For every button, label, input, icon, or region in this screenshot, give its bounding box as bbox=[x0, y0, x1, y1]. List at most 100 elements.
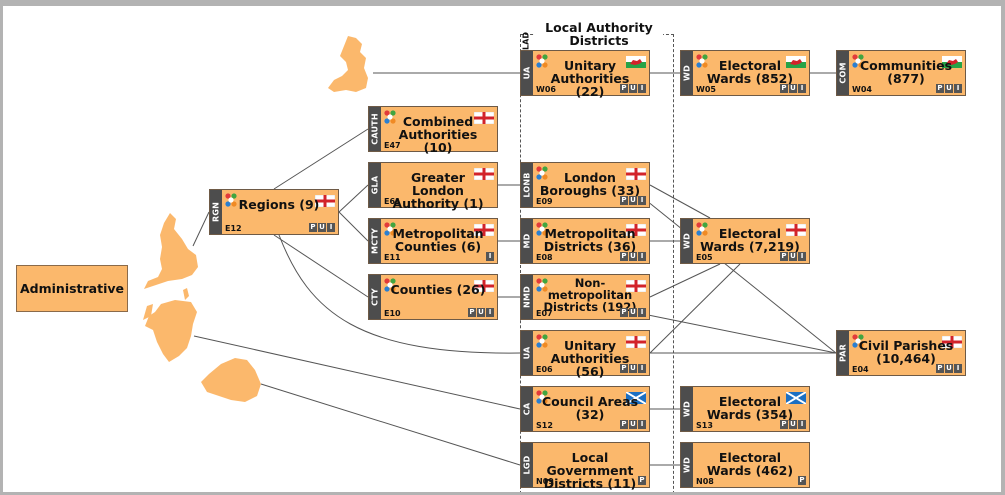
node-title: Non-metropolitan Districts (192) bbox=[543, 276, 637, 314]
wales-flag-icon bbox=[626, 53, 646, 68]
pui-badge: I bbox=[638, 308, 646, 317]
pui-badge: U bbox=[477, 308, 485, 317]
pui-badge: U bbox=[789, 84, 797, 93]
node-type-tag: WD bbox=[681, 51, 693, 95]
ons-logo-icon bbox=[535, 221, 549, 236]
node-tag-label: CTY bbox=[370, 288, 380, 306]
node-title: Electoral Wards (7,219) bbox=[700, 226, 800, 254]
ons-logo-icon bbox=[383, 221, 397, 236]
node-code: E07 bbox=[536, 309, 553, 318]
wales-flag-icon bbox=[942, 53, 962, 68]
pui-badge: U bbox=[629, 420, 637, 429]
node-type-tag: MCTY bbox=[369, 219, 381, 263]
node-title: Unitary Authorities (22) bbox=[550, 58, 630, 99]
wales-map bbox=[328, 36, 368, 92]
connector-scotland-map-ca bbox=[193, 335, 521, 410]
pui-badge: U bbox=[629, 308, 637, 317]
node-type-tag: UA bbox=[521, 51, 533, 95]
node-code: W06 bbox=[536, 85, 556, 94]
node-tag-label: MCTY bbox=[370, 228, 380, 254]
pui-badge: I bbox=[638, 420, 646, 429]
pui-badge: U bbox=[629, 196, 637, 205]
pui-badge: P bbox=[638, 476, 646, 485]
pui-badge: U bbox=[789, 252, 797, 261]
node-code: E61 bbox=[384, 197, 401, 206]
connector-nmd-wd_e bbox=[649, 263, 721, 298]
ons-logo-icon bbox=[535, 389, 549, 404]
pui-badge: I bbox=[954, 84, 962, 93]
connector-rgn-cauth bbox=[273, 128, 369, 190]
lad-group-title: Local Authority Districts bbox=[535, 21, 663, 47]
node-title: Regions (9) bbox=[238, 197, 320, 212]
connector-lonb-wd_e bbox=[649, 184, 711, 219]
england-flag-icon bbox=[473, 165, 495, 181]
ons-logo-icon bbox=[695, 221, 709, 236]
node-code: E09 bbox=[536, 197, 553, 206]
node-tag-label: WD bbox=[682, 65, 692, 81]
pui-badge: I bbox=[954, 364, 962, 373]
node-title: Greater London Authority (1) bbox=[392, 170, 484, 211]
ons-logo-icon bbox=[383, 109, 397, 124]
node-title: Metropolitan Districts (36) bbox=[543, 226, 637, 254]
pui-badge: P bbox=[620, 308, 628, 317]
node-title: Council Areas (32) bbox=[541, 394, 639, 422]
node-code: E47 bbox=[384, 141, 401, 150]
pui-badge: P bbox=[309, 223, 317, 232]
pui-badge: P bbox=[620, 196, 628, 205]
pui-badge: P bbox=[936, 364, 944, 373]
pui-badge: P bbox=[798, 476, 806, 485]
pui-badge: P bbox=[780, 420, 788, 429]
node-type-tag: MD bbox=[521, 219, 533, 263]
node-title: Electoral Wards (354) bbox=[706, 394, 794, 422]
node-title: Electoral Wards (462) bbox=[706, 450, 794, 478]
pui-badge: I bbox=[638, 84, 646, 93]
node-tag-label: LONB bbox=[522, 172, 532, 198]
node-code: E06 bbox=[536, 365, 553, 374]
node-title: Electoral Wards (852) bbox=[706, 58, 794, 86]
node-tag-label: UA bbox=[522, 346, 532, 360]
node-lgd[interactable]: LGD Local Government Districts (11)N09 P bbox=[520, 442, 650, 491]
ons-logo-icon bbox=[535, 165, 549, 180]
node-code: E04 bbox=[852, 365, 869, 374]
ons-logo-icon bbox=[535, 333, 549, 348]
england-map bbox=[144, 213, 198, 289]
node-tag-label: LGD bbox=[522, 455, 532, 475]
node-type-tag: LGD bbox=[521, 443, 533, 487]
pui-badge: U bbox=[629, 364, 637, 373]
node-type-tag: WD bbox=[681, 219, 693, 263]
node-tag-label: NMD bbox=[522, 286, 532, 308]
node-code: N09 bbox=[536, 477, 554, 486]
ons-logo-icon bbox=[383, 277, 397, 292]
node-title: Local Government Districts (11) bbox=[543, 450, 637, 491]
ons-logo-icon bbox=[695, 53, 709, 68]
pui-badge: P bbox=[620, 420, 628, 429]
administrative-root-box[interactable]: Administrative bbox=[16, 265, 128, 312]
pui-badge: I bbox=[327, 223, 335, 232]
ons-logo-icon bbox=[224, 192, 238, 207]
node-tag-label: UA bbox=[522, 66, 532, 80]
connector-rgn-mcty bbox=[338, 211, 369, 242]
